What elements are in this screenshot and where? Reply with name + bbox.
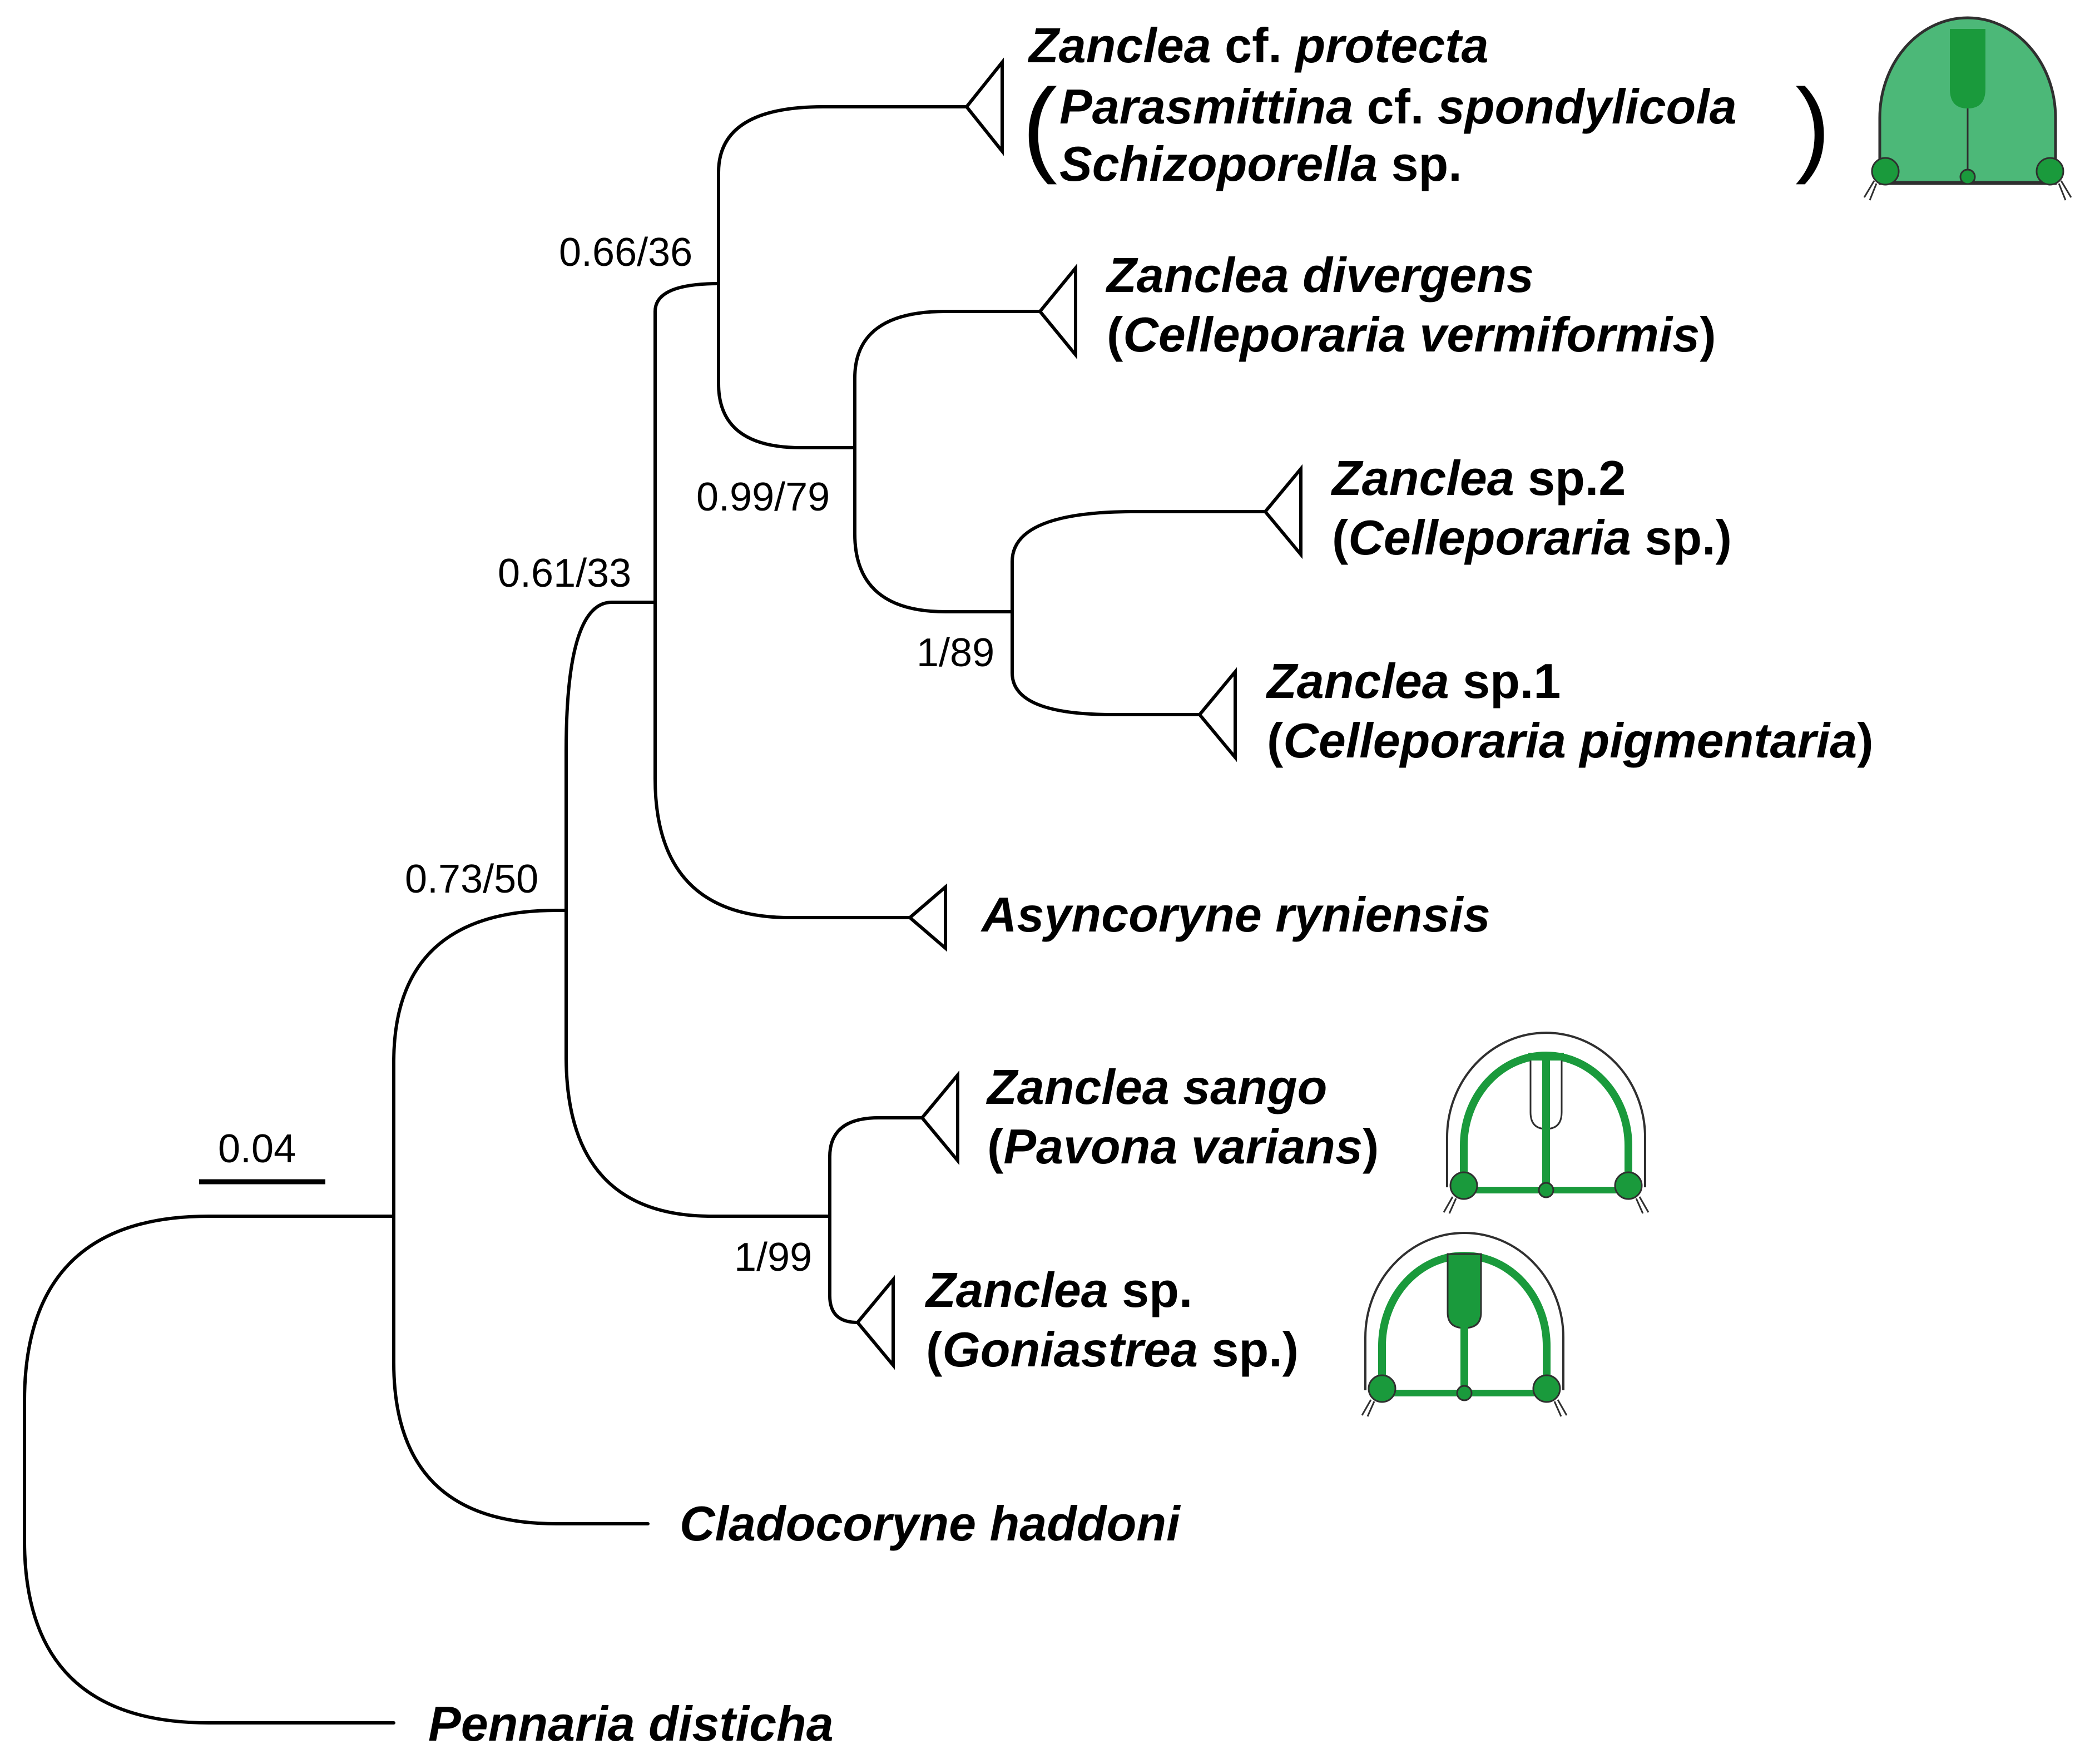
taxon-label-protecta: Zanclea cf. protecta ( Parasmittina cf. … xyxy=(1022,18,1830,191)
taxon-label-sp2: Zanclea sp.2 (Celleporaria sp.) xyxy=(1330,450,1732,565)
clade-triangle-protecta xyxy=(964,57,1004,156)
branch-to-node-1-99 xyxy=(564,909,831,1218)
branch-sango xyxy=(828,1116,924,1218)
branch-ingroup-stem xyxy=(392,909,568,1218)
taxon-label-pennaria: Pennaria disticha xyxy=(428,1696,834,1751)
support-value: 1/99 xyxy=(734,1235,812,1280)
taxon-label-cladocoryne: Cladocoryne haddoni xyxy=(680,1496,1181,1551)
clade-triangle-asyncoryne xyxy=(907,883,947,952)
host-name: (Celleporaria vermiformis) xyxy=(1107,307,1716,362)
branch-node-073 xyxy=(564,601,657,912)
branch-sp1 xyxy=(1011,610,1201,716)
branch-asyncoryne xyxy=(653,601,912,919)
branch-root xyxy=(23,1215,395,1725)
branch-protecta xyxy=(717,105,968,285)
tree-branches xyxy=(23,105,1267,1725)
support-values: 0.66/36 0.99/79 0.61/33 1/89 0.73/50 1/9… xyxy=(405,230,994,1280)
branch-to-node-1-89 xyxy=(853,446,1014,613)
clade-triangle-sango xyxy=(920,1070,959,1166)
host-name: Schizoporella sp. xyxy=(1059,136,1462,191)
taxon-label-asyncoryne: Asyncoryne ryniensis xyxy=(980,887,1490,942)
bracket-open: ( xyxy=(1022,67,1057,185)
clade-triangle-divergens xyxy=(1038,263,1077,360)
branch-to-node-066 xyxy=(653,282,720,604)
clade-triangle-sp2 xyxy=(1263,464,1302,559)
taxon-name: Zanclea sp.1 xyxy=(1265,653,1561,708)
medusa-icon-filled xyxy=(1863,16,2072,201)
scale-bar: 0.04 xyxy=(199,1127,325,1185)
host-name: (Pavona varians) xyxy=(987,1119,1379,1174)
branch-cladocoryne xyxy=(392,1215,650,1525)
support-value: 0.99/79 xyxy=(696,475,830,519)
branch-divergens xyxy=(853,310,1042,449)
support-value: 0.73/50 xyxy=(405,857,538,901)
branch-to-node-099 xyxy=(717,282,856,449)
taxon-name: Zanclea sango xyxy=(985,1059,1327,1114)
medusa-icon-outline-solid xyxy=(1361,1232,1568,1417)
medusa-icon-outline-capsule xyxy=(1443,1032,1650,1214)
branch-sp2 xyxy=(1011,510,1267,613)
taxon-label-divergens: Zanclea divergens (Celleporaria vermifor… xyxy=(1105,247,1716,362)
bracket-close: ) xyxy=(1795,67,1830,185)
branch-zanclea-sp xyxy=(828,1215,859,1324)
host-name: Parasmittina cf. spondylicola xyxy=(1059,79,1737,134)
taxon-name: Zanclea sp. xyxy=(924,1262,1192,1317)
taxon-label-sp1: Zanclea sp.1 (Celleporaria pigmentaria) xyxy=(1265,653,1874,768)
scale-bar-label: 0.04 xyxy=(218,1127,296,1171)
taxon-label-sango: Zanclea sango (Pavona varians) xyxy=(985,1059,1379,1174)
host-name: (Celleporaria pigmentaria) xyxy=(1267,713,1874,768)
support-value: 0.61/33 xyxy=(498,551,631,596)
clade-triangle-sp1 xyxy=(1197,667,1237,762)
taxon-name: Zanclea cf. protecta xyxy=(1027,18,1489,73)
taxon-label-zanclea-sp: Zanclea sp. (Goniastrea sp.) xyxy=(924,1262,1299,1377)
support-value: 1/89 xyxy=(917,631,994,675)
taxon-labels: Zanclea cf. protecta ( Parasmittina cf. … xyxy=(428,18,1874,1751)
taxon-name: Zanclea divergens xyxy=(1105,247,1534,303)
clade-triangle-zanclea-sp xyxy=(855,1275,895,1370)
host-name: (Celleporaria sp.) xyxy=(1332,510,1732,565)
host-name: (Goniastrea sp.) xyxy=(926,1322,1299,1377)
taxon-name: Zanclea sp.2 xyxy=(1330,450,1626,506)
support-value: 0.66/36 xyxy=(559,230,692,275)
collapsed-clades xyxy=(855,57,1302,1370)
